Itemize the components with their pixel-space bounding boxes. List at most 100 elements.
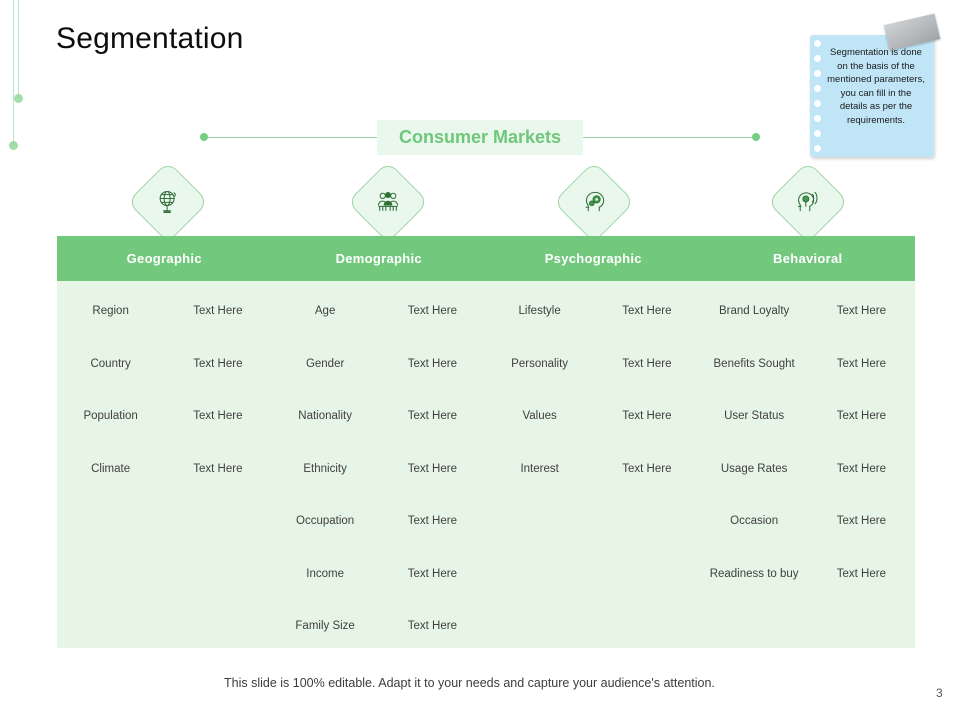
table-cell-group: Climate Text Here: [57, 443, 272, 496]
table-cell-value[interactable]: Text Here: [407, 305, 457, 318]
table-cell-label: [57, 548, 164, 601]
table-cell-group: Country Text Here: [57, 338, 272, 391]
table-cell-value[interactable]: [164, 600, 271, 653]
table-cell-label: Age: [314, 305, 336, 318]
table-cell-value[interactable]: Text Here: [193, 305, 243, 318]
banner-label: Consumer Markets: [376, 119, 584, 155]
sticky-note-text: Segmentation is done on the basis of the…: [827, 47, 925, 126]
table-cell-label: Occupation: [296, 515, 355, 528]
table-cell-label: Benefits Sought: [713, 357, 795, 370]
table-cell-value[interactable]: Text Here: [836, 410, 886, 423]
table-cell-label: Nationality: [298, 410, 352, 423]
table-cell-label: Usage Rates: [720, 462, 788, 475]
table-header-geographic: Geographic: [126, 251, 202, 266]
table-cell-group: [57, 600, 272, 653]
table-cell-label: Population: [83, 410, 138, 423]
people-group-icon: [360, 174, 416, 230]
table-cell-group: [701, 600, 916, 653]
table-cell-value[interactable]: Text Here: [407, 567, 457, 580]
decor-dot-2: [9, 141, 18, 150]
table-cell-label: Income: [306, 567, 344, 580]
footer-note: This slide is 100% editable. Adapt it to…: [224, 676, 715, 690]
table-cell-group: Benefits Sought Text Here: [701, 338, 916, 391]
table-cell-group: Occupation Text Here: [272, 495, 487, 548]
table-cell-value[interactable]: Text Here: [407, 620, 457, 633]
head-signal-icon: [780, 174, 836, 230]
table-cell-label: Interest: [520, 462, 559, 475]
table-header-behavioral: Behavioral: [773, 251, 843, 266]
table-cell-group: Gender Text Here: [272, 338, 487, 391]
table-cell-value[interactable]: Text Here: [622, 305, 672, 318]
table-cell-label: User Status: [724, 410, 785, 423]
table-cell-value[interactable]: Text Here: [622, 357, 672, 370]
table-cell-label: Region: [92, 305, 129, 318]
consumer-markets-banner: Consumer Markets: [200, 118, 760, 156]
table-cell-value[interactable]: [164, 495, 271, 548]
table-cell-value[interactable]: Text Here: [407, 462, 457, 475]
table-cell-value[interactable]: Text Here: [622, 410, 672, 423]
table-cell-label: Gender: [305, 357, 345, 370]
table-cell-label: [701, 600, 808, 653]
table-header-psychographic: Psychographic: [544, 251, 642, 266]
table-cell-value[interactable]: Text Here: [836, 515, 886, 528]
table-header-demographic: Demographic: [335, 251, 422, 266]
decor-vertical-line-1: [18, 0, 19, 98]
table-cell-group: Region Text Here: [57, 285, 272, 338]
decor-dot-1: [14, 94, 23, 103]
table-cell-group: [57, 548, 272, 601]
diamond-demographic: [346, 160, 430, 244]
banner-dot-left: [200, 133, 208, 141]
table-cell-group: [57, 495, 272, 548]
table-cell-value[interactable]: Text Here: [407, 410, 457, 423]
page-title: Segmentation: [56, 22, 244, 55]
table-cell-label: Climate: [91, 462, 131, 475]
segmentation-table: Geographic Demographic Psychographic Beh…: [57, 236, 915, 648]
table-cell-value[interactable]: [593, 495, 700, 548]
table-cell-label: [486, 548, 593, 601]
table-cell-label: [57, 495, 164, 548]
table-cell-value[interactable]: Text Here: [407, 357, 457, 370]
table-cell-value[interactable]: [593, 600, 700, 653]
table-cell-value[interactable]: [593, 548, 700, 601]
table-cell-value[interactable]: Text Here: [193, 357, 243, 370]
table-header-row: Geographic Demographic Psychographic Beh…: [57, 236, 915, 281]
table-cell-group: Usage Rates Text Here: [701, 443, 916, 496]
note-punch-holes: [814, 40, 823, 152]
table-cell-label: [57, 600, 164, 653]
table-cell-value[interactable]: Text Here: [622, 462, 672, 475]
table-cell-group: Nationality Text Here: [272, 390, 487, 443]
table-cell-label: Values: [522, 410, 557, 423]
table-cell-label: [486, 600, 593, 653]
table-cell-value[interactable]: [164, 548, 271, 601]
table-cell-value[interactable]: Text Here: [836, 305, 886, 318]
table-cell-value[interactable]: Text Here: [193, 410, 243, 423]
table-cell-group: User Status Text Here: [701, 390, 916, 443]
table-cell-value[interactable]: Text Here: [407, 515, 457, 528]
table-cell-group: Age Text Here: [272, 285, 487, 338]
table-cell-value[interactable]: [808, 600, 915, 653]
table-cell-group: Values Text Here: [486, 390, 701, 443]
globe-icon: [140, 174, 196, 230]
table-cell-value[interactable]: Text Here: [836, 357, 886, 370]
table-cell-label: Country: [90, 357, 131, 370]
table-cell-value[interactable]: Text Here: [836, 567, 886, 580]
table-cell-group: Population Text Here: [57, 390, 272, 443]
table-cell-label: [486, 495, 593, 548]
diamond-behavioral: [766, 160, 850, 244]
table-cell-value[interactable]: Text Here: [193, 462, 243, 475]
diamond-psychographic: [552, 160, 636, 244]
table-cell-group: [486, 548, 701, 601]
table-cell-value[interactable]: Text Here: [836, 462, 886, 475]
